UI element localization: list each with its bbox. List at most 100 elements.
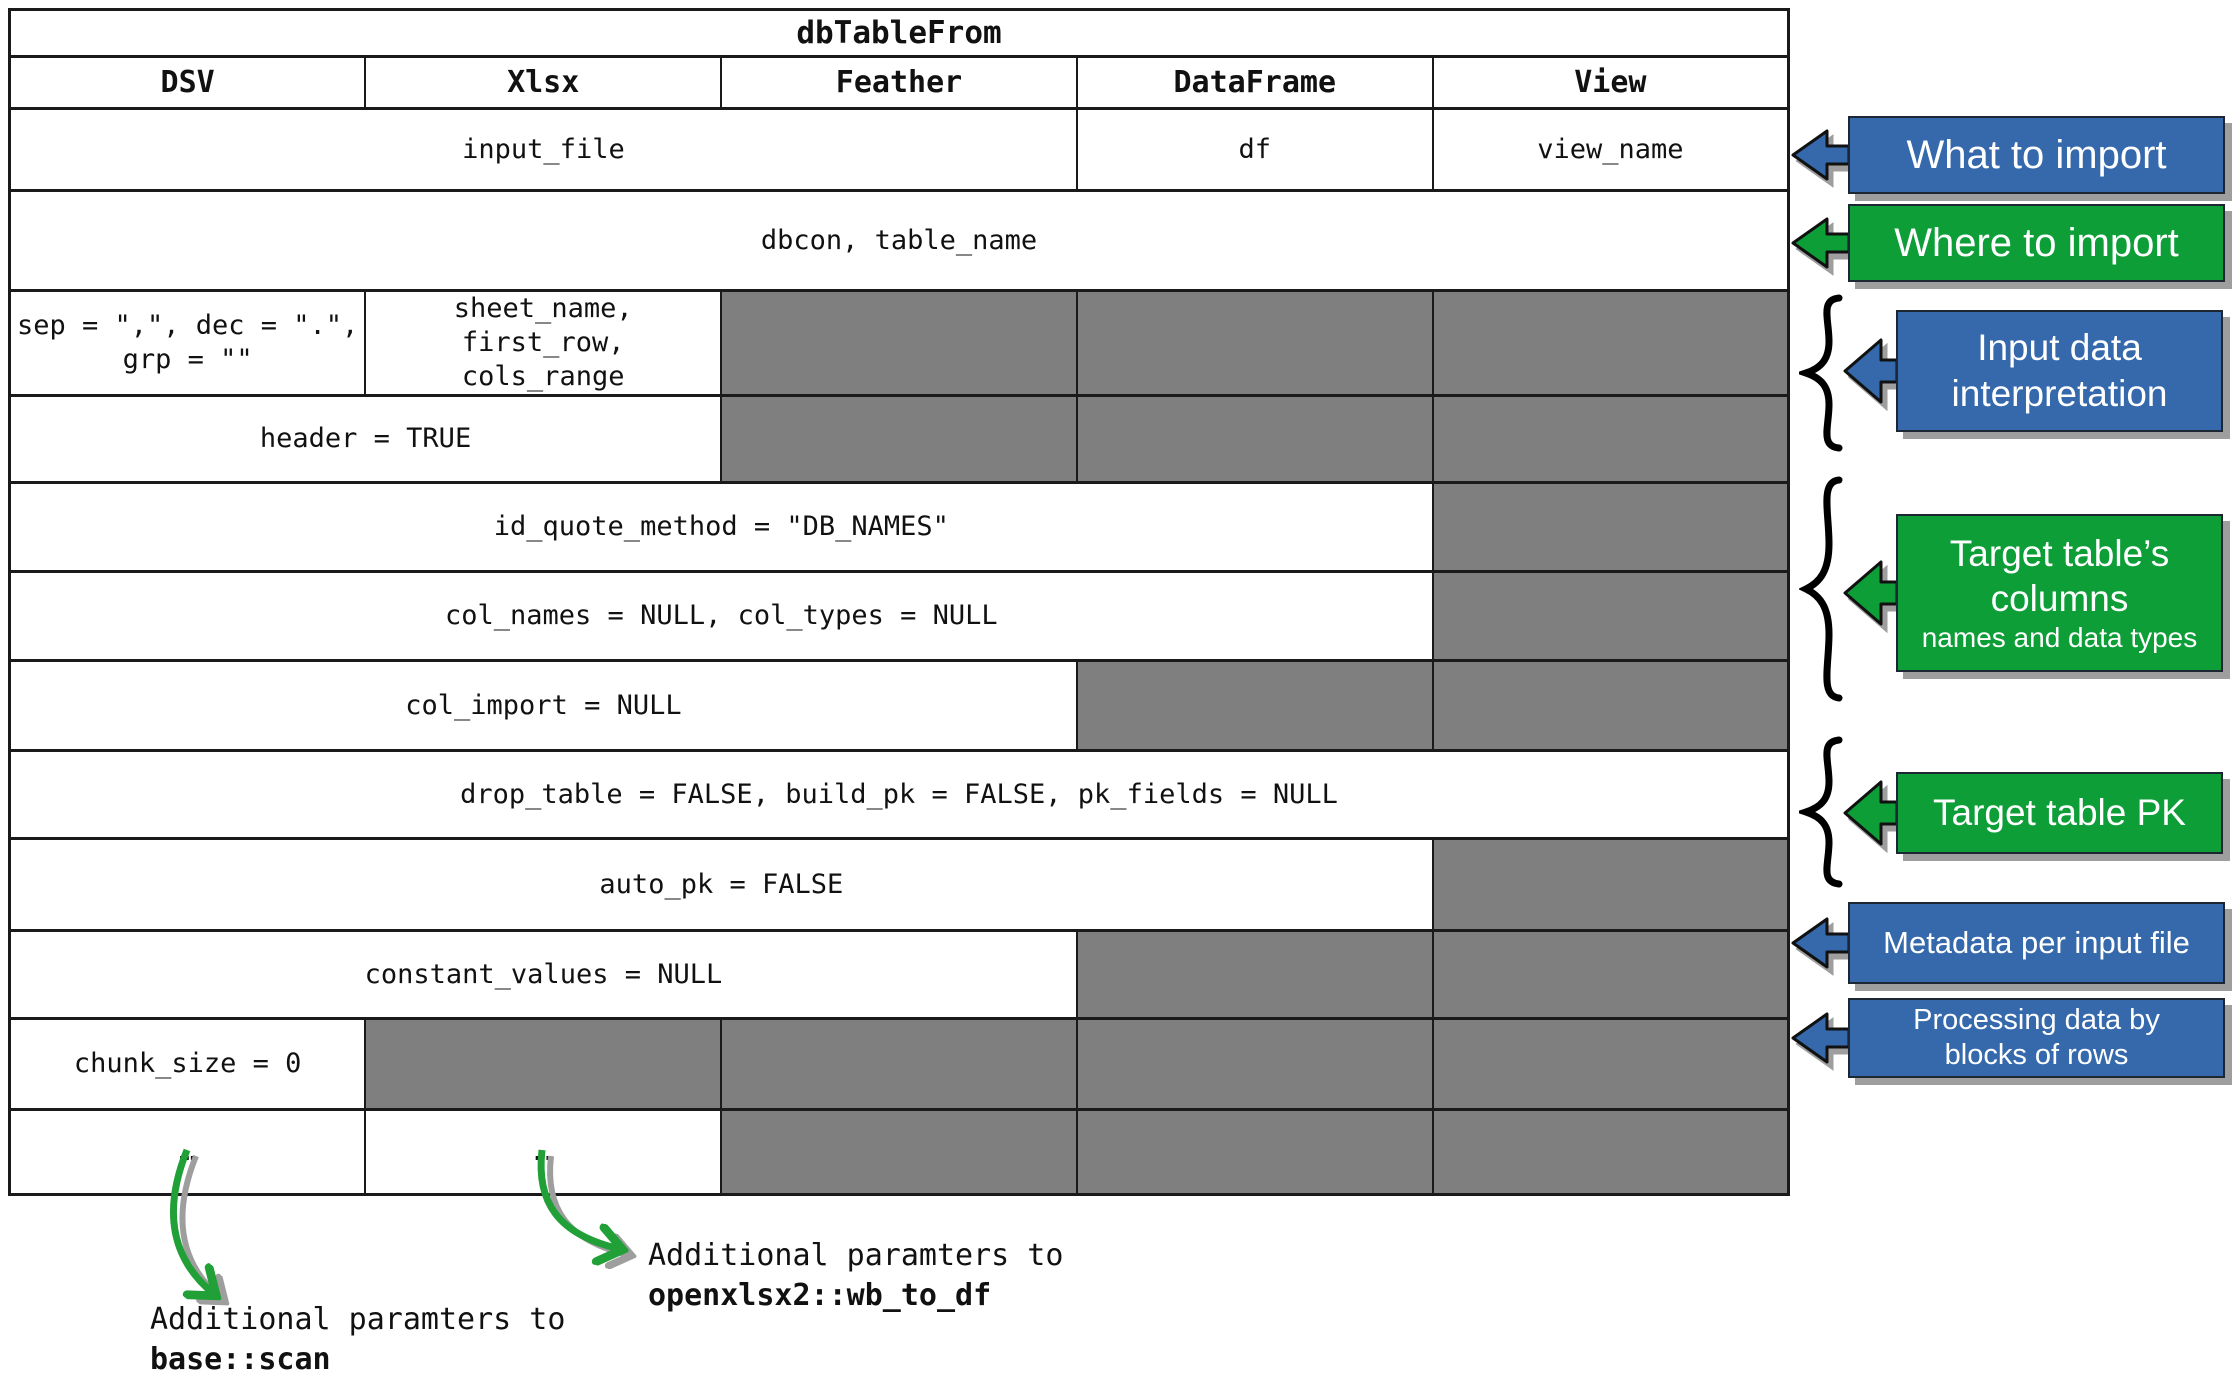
curly-brace-icon xyxy=(1794,736,1843,888)
callout-label-box: Metadata per input file xyxy=(1848,902,2225,984)
param-cell: df xyxy=(1075,107,1434,192)
not-applicable-cell xyxy=(1075,929,1434,1020)
param-cell: col_names = NULL, col_types = NULL xyxy=(8,570,1434,662)
callout-input-data-interpretation: Input data interpretation xyxy=(1843,310,2223,432)
group-brace xyxy=(1794,736,1847,892)
left-block-arrow-icon xyxy=(1791,217,1851,276)
not-applicable-cell xyxy=(1431,837,1790,932)
callout-label: Target table’s xyxy=(1949,533,2170,574)
table-row: col_names = NULL, col_types = NULL xyxy=(8,570,1790,662)
not-applicable-cell xyxy=(720,1017,1078,1111)
curly-brace-icon xyxy=(1797,476,1843,702)
callout-label-box: What to import xyxy=(1848,116,2225,194)
footnote-text: Additional paramters to xyxy=(150,1302,566,1337)
param-text: auto_pk = FALSE xyxy=(599,868,844,900)
callout-label: Target table PK xyxy=(1933,792,2186,833)
param-cell: view_name xyxy=(1431,107,1790,192)
table-row: constant_values = NULL xyxy=(8,929,1790,1020)
param-text: sep = ",", dec = ".", xyxy=(16,310,359,341)
callout-label: blocks of rows xyxy=(1944,1039,2129,1071)
callout-what-to-import: What to import xyxy=(1791,116,2225,194)
group-brace xyxy=(1797,476,1847,706)
not-applicable-cell xyxy=(1431,481,1790,573)
not-applicable-cell xyxy=(1075,289,1434,397)
left-block-arrow-icon xyxy=(1843,780,1899,854)
callout-target-table-pk: Target table PK xyxy=(1843,772,2223,854)
table-row: chunk_size = 0 xyxy=(8,1017,1790,1111)
footnote-xlsx-extra: Additional paramters to openxlsx2::wb_to… xyxy=(648,1236,1063,1316)
column-header-dataframe: DataFrame xyxy=(1075,55,1434,110)
param-text: view_name xyxy=(1537,133,1684,165)
not-applicable-cell xyxy=(1431,1017,1790,1111)
param-cell: sheet_name, first_row,cols_range xyxy=(364,289,723,397)
not-applicable-cell xyxy=(1431,394,1790,484)
callout-label: Processing data by xyxy=(1913,1004,2160,1036)
param-text: … xyxy=(534,1136,552,1167)
not-applicable-cell xyxy=(1075,659,1434,752)
param-cell: input_file xyxy=(8,107,1078,192)
callout-label: Metadata per input file xyxy=(1883,925,2190,960)
callout-label: Where to import xyxy=(1894,221,2179,265)
param-cell: chunk_size = 0 xyxy=(8,1017,367,1111)
param-text: df xyxy=(1238,133,1272,165)
left-block-arrow-icon xyxy=(1791,1012,1851,1071)
param-text: cols_range xyxy=(461,361,625,392)
left-block-arrow-icon xyxy=(1843,560,1899,634)
param-text: grp = "" xyxy=(122,344,253,375)
callout-label-box: Input data interpretation xyxy=(1896,310,2223,432)
left-block-arrow-icon xyxy=(1843,338,1899,412)
callout-label-box: Where to import xyxy=(1848,204,2225,282)
param-cell: header = TRUE xyxy=(8,394,723,484)
param-cell: auto_pk = FALSE xyxy=(8,837,1434,932)
footnote-code: openxlsx2::wb_to_df xyxy=(648,1278,992,1313)
group-brace xyxy=(1795,294,1847,456)
param-text: chunk_size = 0 xyxy=(73,1048,302,1079)
param-text: dbcon, table_name xyxy=(760,224,1038,256)
column-header-feather: Feather xyxy=(720,55,1078,110)
not-applicable-cell xyxy=(1075,394,1434,484)
callout-label: Input data xyxy=(1977,327,2142,368)
param-cell: constant_values = NULL xyxy=(8,929,1078,1020)
param-text: col_import = NULL xyxy=(405,689,682,721)
callout-metadata-per-input-file: Metadata per input file xyxy=(1791,902,2225,984)
footnote-dsv-extra: Additional paramters to base::scan xyxy=(150,1300,565,1380)
not-applicable-cell xyxy=(1431,570,1790,662)
param-cell: sep = ",", dec = ".",grp = "" xyxy=(8,289,367,397)
callout-label-box: Target table PK xyxy=(1896,772,2223,854)
param-cell: … xyxy=(8,1108,367,1196)
not-applicable-cell xyxy=(1431,929,1790,1020)
param-cell: col_import = NULL xyxy=(8,659,1078,752)
left-block-arrow-icon xyxy=(1791,917,1851,976)
param-text: input_file xyxy=(462,133,625,165)
callout-where-to-import: Where to import xyxy=(1791,204,2225,282)
column-header-xlsx: Xlsx xyxy=(364,55,723,110)
table-row: drop_table = FALSE, build_pk = FALSE, pk… xyxy=(8,749,1790,840)
not-applicable-cell xyxy=(720,1108,1078,1196)
not-applicable-cell xyxy=(1075,1108,1434,1196)
not-applicable-cell xyxy=(720,289,1078,397)
not-applicable-cell xyxy=(1431,289,1790,397)
param-text: col_names = NULL, col_types = NULL xyxy=(445,600,998,631)
callout-label: columns xyxy=(1990,578,2129,619)
not-applicable-cell xyxy=(1431,1108,1790,1196)
column-header-view: View xyxy=(1431,55,1790,110)
param-text: drop_table = FALSE, build_pk = FALSE, pk… xyxy=(460,778,1338,810)
param-cell: dbcon, table_name xyxy=(8,189,1790,292)
footnote-code: base::scan xyxy=(150,1342,331,1377)
table-row: sep = ",", dec = ".",grp = ""sheet_name,… xyxy=(8,289,1790,397)
table-row: dbTableFrom xyxy=(8,8,1790,58)
param-text: sheet_name, first_row, xyxy=(453,293,633,359)
table-row: col_import = NULL xyxy=(8,659,1790,752)
callout-label: interpretation xyxy=(1951,373,2168,414)
table-title: dbTableFrom xyxy=(8,8,1790,58)
table-row: header = TRUE xyxy=(8,394,1790,484)
callout-label: What to import xyxy=(1906,133,2167,177)
not-applicable-cell xyxy=(1075,1017,1434,1111)
table-row: dbcon, table_name xyxy=(8,189,1790,292)
